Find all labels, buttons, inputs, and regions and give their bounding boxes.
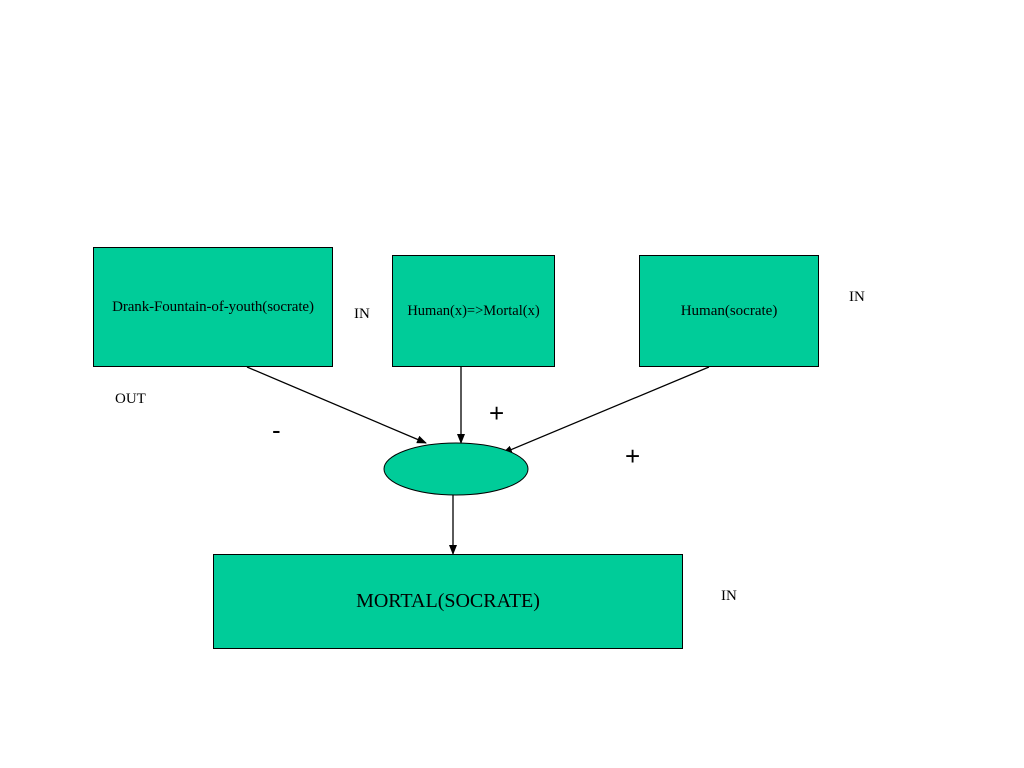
edge-premise-1-to-junction [246,366,427,444]
edge-sign-premise-2: + [489,398,505,428]
justification-junction-node [383,442,529,496]
edge-sign-premise-3: + [625,441,641,471]
status-label-conclusion: IN [721,588,737,604]
status-label-premise-2: IN [354,306,370,322]
conclusion-node-mortal-socrate: MORTAL(SOCRATE) [213,554,683,649]
status-label-premise-1: OUT [115,391,146,407]
premise-node-label: Drank-Fountain-of-youth(socrate) [112,298,314,315]
conclusion-node-label: MORTAL(SOCRATE) [356,590,540,612]
edge-premise-3-to-junction [502,366,710,454]
premise-node-label: Human(socrate) [680,302,778,319]
premise-node-label: Human(x)=>Mortal(x) [407,302,540,319]
edge-sign-premise-1: - [272,415,281,445]
premise-node-human-implies-mortal: Human(x)=>Mortal(x) [392,255,555,367]
status-label-premise-3: IN [849,289,865,305]
premise-node-drank-fountain: Drank-Fountain-of-youth(socrate) [93,247,333,367]
premise-node-human-socrate: Human(socrate) [639,255,819,367]
